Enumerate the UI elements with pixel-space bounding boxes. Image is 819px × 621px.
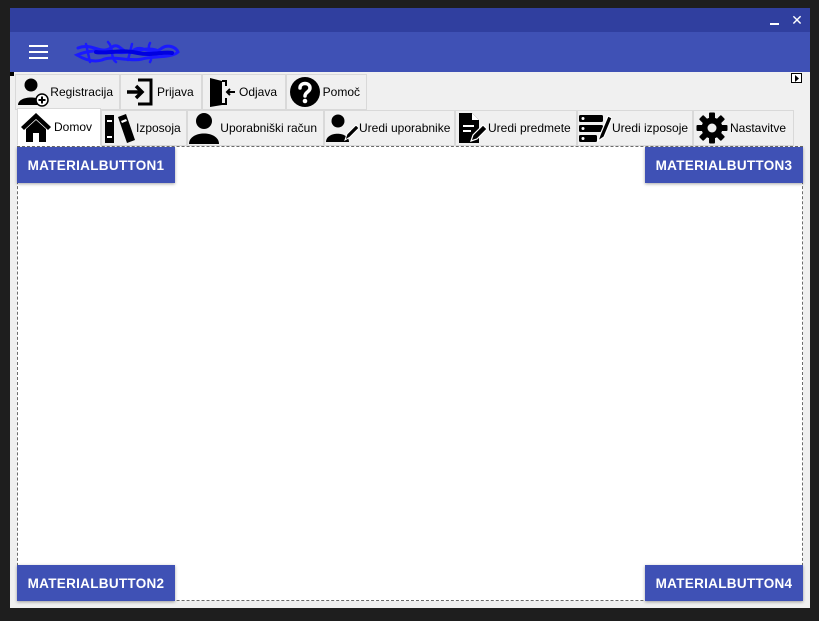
tab-uporabniski-racun[interactable]: Uporabniški račun: [187, 110, 324, 146]
help-icon: [287, 75, 323, 109]
file-edit-icon: [456, 111, 488, 145]
tab-content-panel: [17, 146, 803, 601]
user-icon: [188, 111, 220, 145]
tab-odjava[interactable]: Odjava: [202, 74, 286, 110]
user-add-icon: [16, 75, 50, 109]
close-button[interactable]: ✕: [791, 12, 803, 28]
tab-uredi-izposoje[interactable]: Uredi izposoje: [577, 110, 693, 146]
material-button-3[interactable]: MATERIALBUTTON3: [645, 147, 803, 183]
material-button-4[interactable]: MATERIALBUTTON4: [645, 565, 803, 601]
app-bar: [10, 32, 810, 72]
tab-label: Izposoja: [136, 121, 181, 135]
books-icon: [102, 111, 136, 145]
sign-in-icon: [121, 75, 157, 109]
tab-uredi-predmete[interactable]: Uredi predmete: [455, 110, 577, 146]
tab-registracija[interactable]: Registracija: [15, 74, 120, 110]
tab-domov[interactable]: Domov: [17, 108, 101, 146]
redacted-title-scribble-icon: [73, 40, 180, 64]
tab-label: Domov: [54, 120, 93, 134]
minimize-button[interactable]: [766, 10, 784, 30]
material-button-1[interactable]: MATERIALBUTTON1: [17, 147, 175, 183]
tab-label: Nastavitve: [730, 121, 787, 135]
gear-icon: [694, 111, 730, 145]
tab-nastavitve[interactable]: Nastavitve: [693, 110, 794, 146]
resize-handle[interactable]: [10, 72, 14, 76]
hamburger-menu-icon[interactable]: [29, 44, 49, 60]
tab-prijava[interactable]: Prijava: [120, 74, 202, 110]
home-icon: [18, 110, 54, 144]
material-button-2[interactable]: MATERIALBUTTON2: [17, 565, 175, 601]
title-bar: ✕: [10, 8, 810, 32]
tab-pomoc[interactable]: Pomoč: [286, 74, 367, 110]
tab-label: Uredi predmete: [488, 121, 571, 135]
sign-out-icon: [203, 75, 239, 109]
tab-label: Uredi uporabnike: [359, 121, 451, 135]
app-window: ✕ Registracija Prijava Odjava: [10, 8, 810, 608]
tab-izposoja[interactable]: Izposoja: [101, 110, 187, 146]
tab-label: Uredi izposoje: [612, 121, 689, 135]
list-edit-icon: [578, 111, 612, 145]
tab-label: Pomoč: [322, 85, 360, 99]
tab-label: Uporabniški račun: [220, 121, 317, 135]
user-edit-icon: [325, 111, 359, 145]
tab-scroll-right-button[interactable]: [791, 73, 802, 83]
tab-label: Odjava: [239, 85, 278, 99]
tab-uredi-uporabnike[interactable]: Uredi uporabnike: [324, 110, 455, 146]
tab-label: Registracija: [50, 85, 113, 99]
tab-label: Prijava: [157, 85, 194, 99]
